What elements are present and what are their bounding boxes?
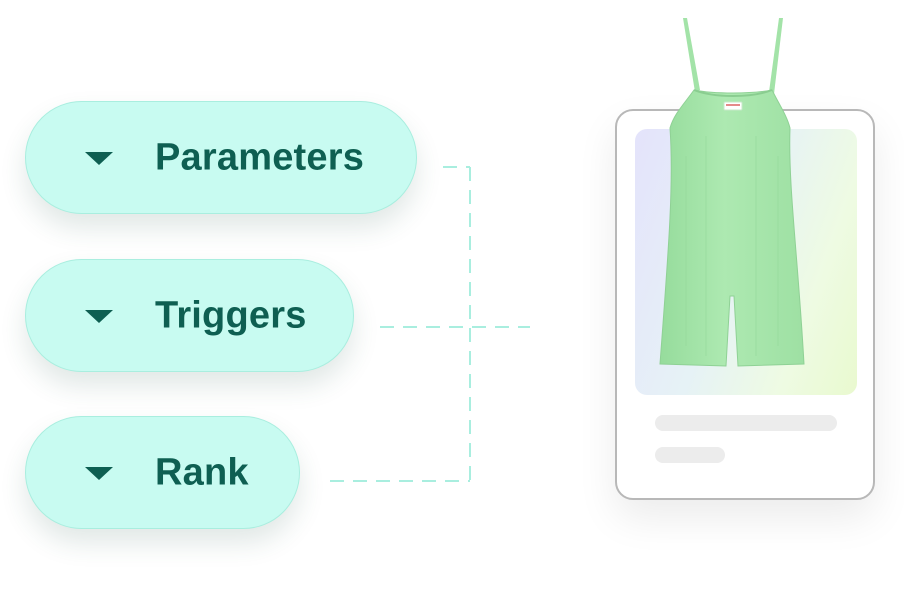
triggers-label: Triggers <box>155 294 307 336</box>
parameters-label: Parameters <box>155 136 365 178</box>
rank-button[interactable]: Rank <box>25 416 300 529</box>
caret-down-icon <box>85 151 113 165</box>
rank-label: Rank <box>155 451 249 493</box>
placeholder-price-line <box>655 447 725 463</box>
caret-down-icon <box>85 466 113 480</box>
triggers-button[interactable]: Triggers <box>25 259 354 372</box>
green-romper-image <box>659 18 805 367</box>
parameters-button[interactable]: Parameters <box>25 101 417 214</box>
caret-down-icon <box>85 309 113 323</box>
placeholder-title-line <box>655 415 837 431</box>
